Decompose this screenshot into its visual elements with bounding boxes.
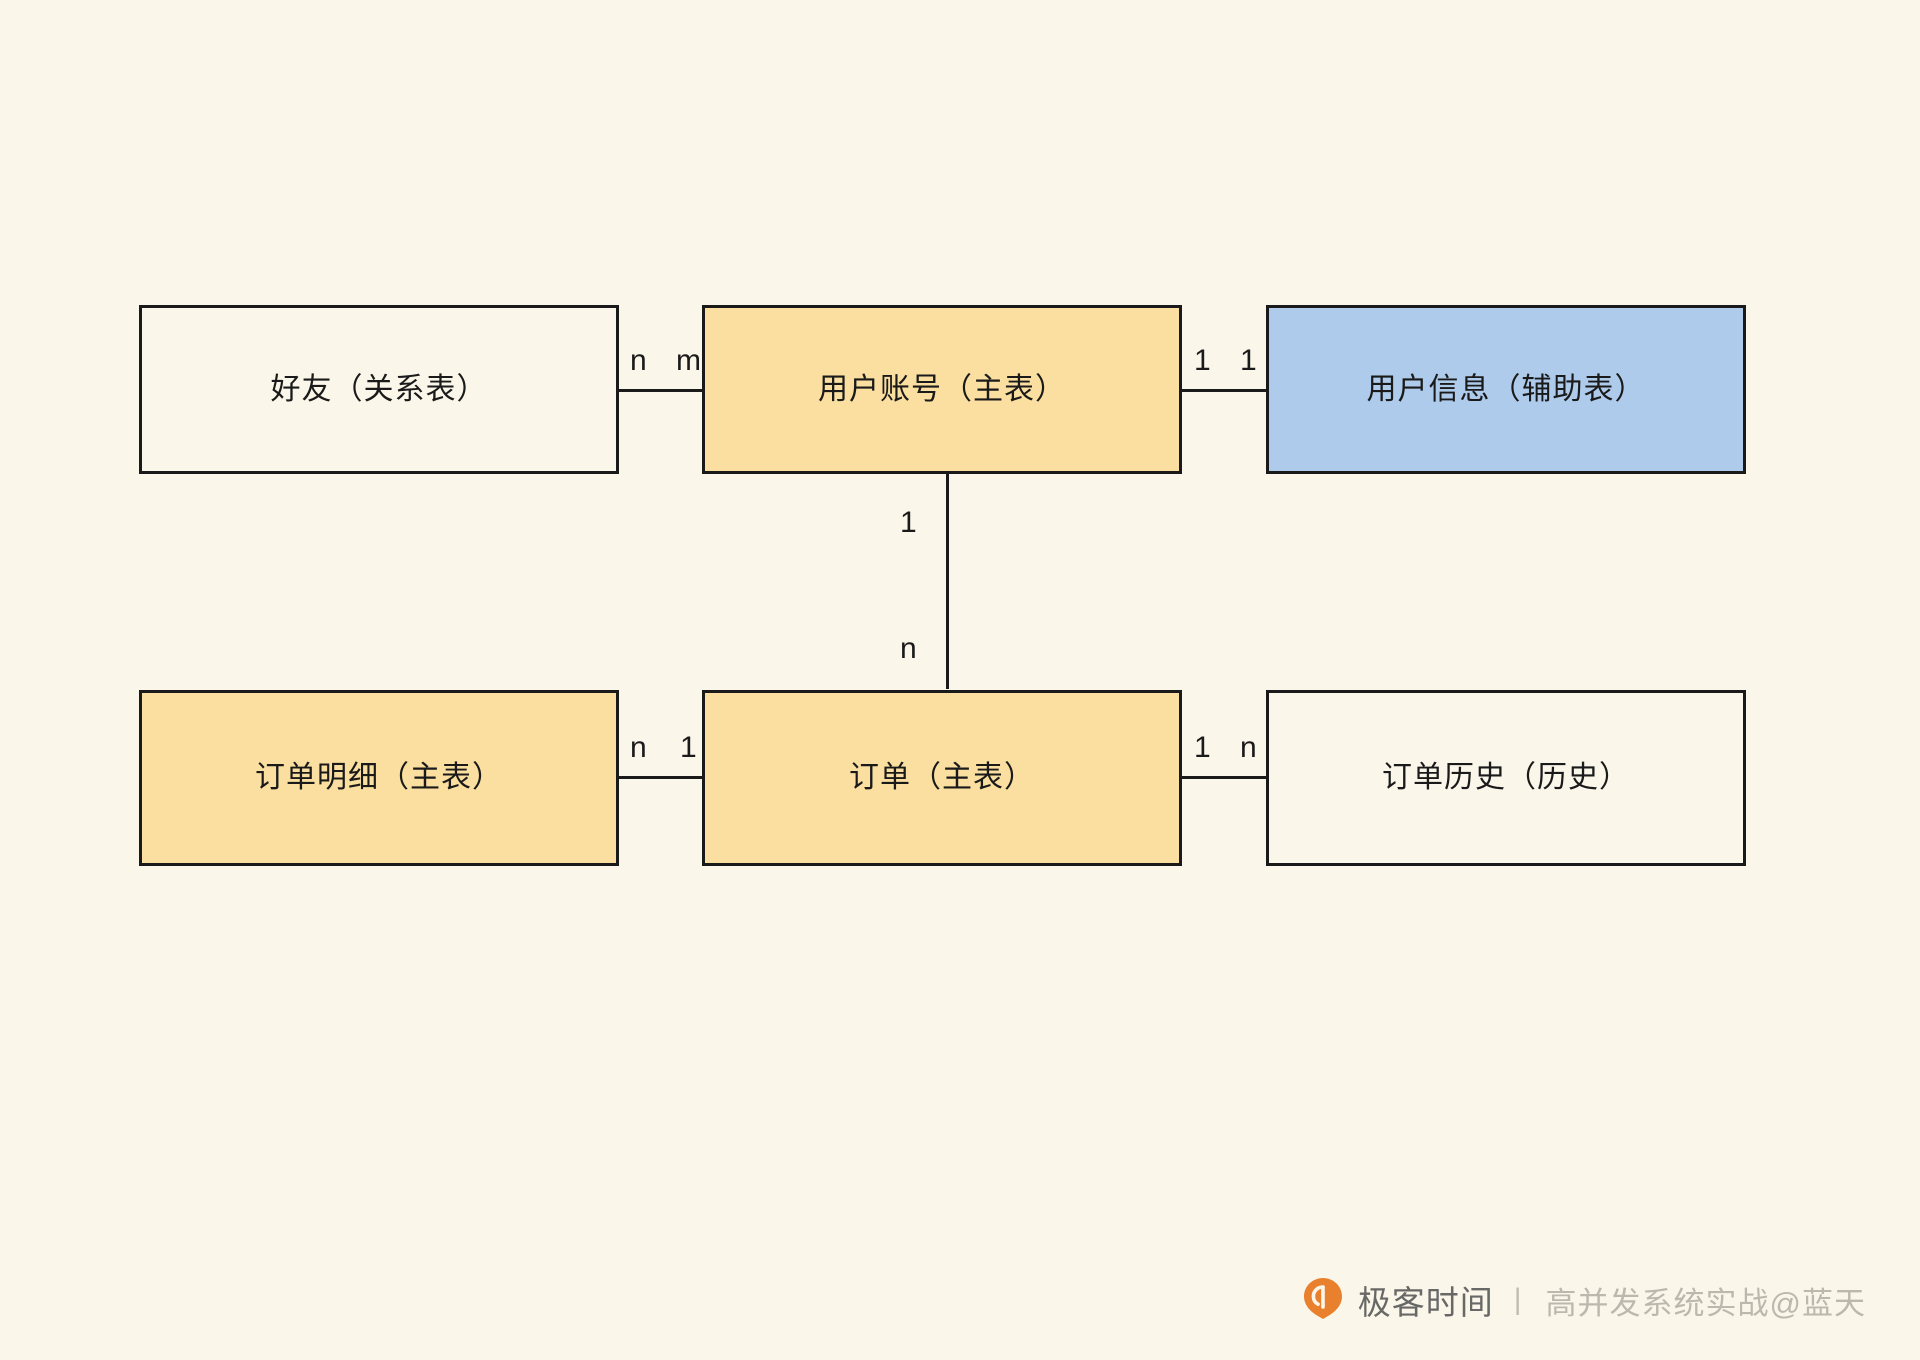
cardinality-user-info-side: 1 bbox=[1240, 344, 1257, 377]
entity-label-user-account: 用户账号（主表） bbox=[818, 372, 1066, 406]
entity-label-order: 订单（主表） bbox=[849, 761, 1035, 794]
entity-box-order[interactable]: 订单（主表） bbox=[702, 690, 1182, 866]
entity-box-order-detail[interactable]: 订单明细（主表） bbox=[139, 690, 619, 866]
geekbang-pin-logo-icon bbox=[1303, 1278, 1342, 1319]
watermark: 极客时间 | 高并发系统实战@蓝天 bbox=[1302, 1276, 1866, 1324]
cardinality-user-account-bottom-side: 1 bbox=[900, 506, 917, 539]
entity-label-order-history: 订单历史（历史） bbox=[1382, 761, 1630, 794]
connector-order-detail-order bbox=[616, 776, 704, 779]
watermark-brand: 极客时间 bbox=[1357, 1284, 1494, 1321]
watermark-separator: | bbox=[1513, 1283, 1522, 1316]
cardinality-order-top-side: n bbox=[900, 632, 917, 665]
cardinality-user-account-left-side: m bbox=[676, 344, 701, 377]
cardinality-order-history-side: n bbox=[1240, 731, 1257, 764]
connector-user-account-order bbox=[946, 474, 949, 689]
connector-order-order-history bbox=[1180, 776, 1268, 779]
cardinality-order-left-side: 1 bbox=[680, 731, 697, 764]
entity-label-friend: 好友（关系表） bbox=[270, 372, 488, 406]
cardinality-order-right-side: 1 bbox=[1194, 731, 1211, 764]
entity-box-friend[interactable]: 好友（关系表） bbox=[139, 305, 619, 474]
entity-box-order-history[interactable]: 订单历史（历史） bbox=[1266, 690, 1746, 866]
entity-label-user-info: 用户信息（辅助表） bbox=[1366, 372, 1646, 406]
connector-user-account-user-info bbox=[1180, 389, 1268, 392]
cardinality-user-account-right-side: 1 bbox=[1194, 344, 1211, 377]
cardinality-friend-side: n bbox=[630, 344, 647, 377]
entity-box-user-account[interactable]: 用户账号（主表） bbox=[702, 305, 1182, 474]
watermark-course: 高并发系统实战@蓝天 bbox=[1545, 1285, 1866, 1321]
entity-label-order-detail: 订单明细（主表） bbox=[255, 761, 503, 794]
cardinality-order-detail-side: n bbox=[630, 731, 647, 764]
connector-friend-user-account bbox=[616, 389, 704, 392]
entity-box-user-info[interactable]: 用户信息（辅助表） bbox=[1266, 305, 1746, 474]
